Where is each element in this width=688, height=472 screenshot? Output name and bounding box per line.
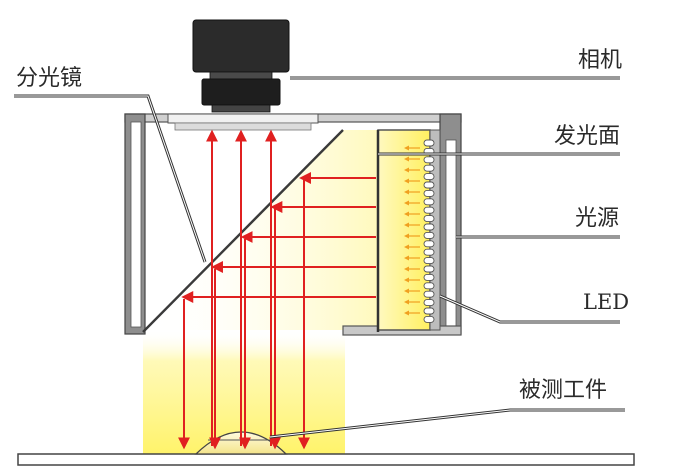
label-camera: 相机	[578, 48, 623, 73]
camera-icon	[192, 19, 290, 113]
led-icon	[423, 231, 435, 239]
led-icon	[423, 265, 435, 273]
label-led: LED	[583, 290, 630, 314]
led-ray-arrow	[404, 299, 420, 305]
led-ray-arrow	[404, 255, 420, 261]
led-icon	[423, 307, 435, 315]
led-icon	[423, 257, 435, 265]
led-icon	[423, 248, 435, 256]
led-ray-arrow	[404, 310, 420, 316]
housing	[124, 113, 462, 336]
led-ray-arrow	[404, 266, 420, 272]
led-icon	[423, 139, 435, 147]
base-plate	[17, 453, 635, 466]
led-icon	[423, 156, 435, 164]
label-beam-splitter: 分光镜	[16, 66, 83, 91]
led-icon	[423, 181, 435, 189]
led-ray-arrow	[404, 288, 420, 294]
led-icon	[423, 290, 435, 298]
led-ray-arrow	[404, 222, 420, 228]
led-icon	[423, 173, 435, 181]
led-ray-arrow	[404, 244, 420, 250]
emitting-panel	[377, 129, 431, 331]
led-icon	[423, 215, 435, 223]
led-icon	[423, 223, 435, 231]
label-light-source: 光源	[575, 206, 620, 231]
led-ray-arrow	[404, 167, 420, 173]
led-ray-arrow	[404, 211, 420, 217]
led-icon	[423, 315, 435, 323]
led-ray-arrow	[404, 189, 420, 195]
led-ray-arrow	[404, 233, 420, 239]
led-icon	[423, 273, 435, 281]
led-icon	[423, 164, 435, 172]
led-array	[423, 139, 435, 323]
led-ray-arrow	[404, 277, 420, 283]
label-workpiece: 被测工件	[519, 378, 608, 403]
led-icon	[423, 206, 435, 214]
led-ray-arrow	[404, 145, 420, 151]
label-emitting-surface: 发光面	[554, 124, 621, 149]
led-icon	[423, 189, 435, 197]
led-icon	[423, 240, 435, 248]
led-ray-arrow	[404, 200, 420, 206]
led-arrows	[404, 145, 420, 316]
led-ray-arrow	[404, 156, 420, 162]
illumination-inside	[143, 130, 378, 334]
led-icon	[423, 198, 435, 206]
led-icon	[423, 299, 435, 307]
led-icon	[423, 282, 435, 290]
led-ray-arrow	[404, 178, 420, 184]
light-rays	[178, 129, 376, 450]
